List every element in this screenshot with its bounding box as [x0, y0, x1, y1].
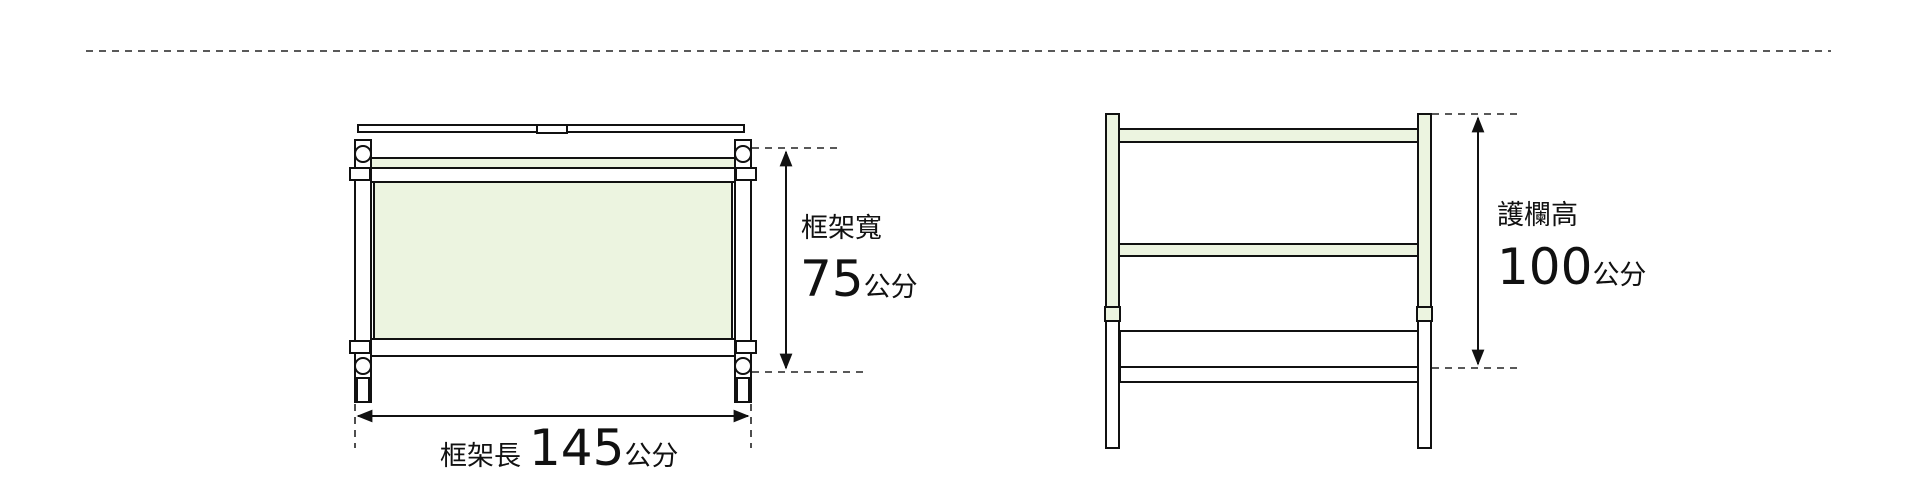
frame-width-dimension: 框架寬 75公分: [752, 147, 918, 373]
guardrail-side-view: [1104, 113, 1433, 449]
frame-width-label: 框架寬: [801, 213, 882, 244]
guardrail-height-label: 護欄高: [1497, 200, 1578, 231]
frame-top-view: [349, 124, 757, 403]
guardrail-height-value: 100公分: [1497, 238, 1646, 296]
guardrail-height-dimension: 護欄高 100公分: [1432, 113, 1646, 369]
frame-width-value: 75公分: [800, 250, 918, 308]
